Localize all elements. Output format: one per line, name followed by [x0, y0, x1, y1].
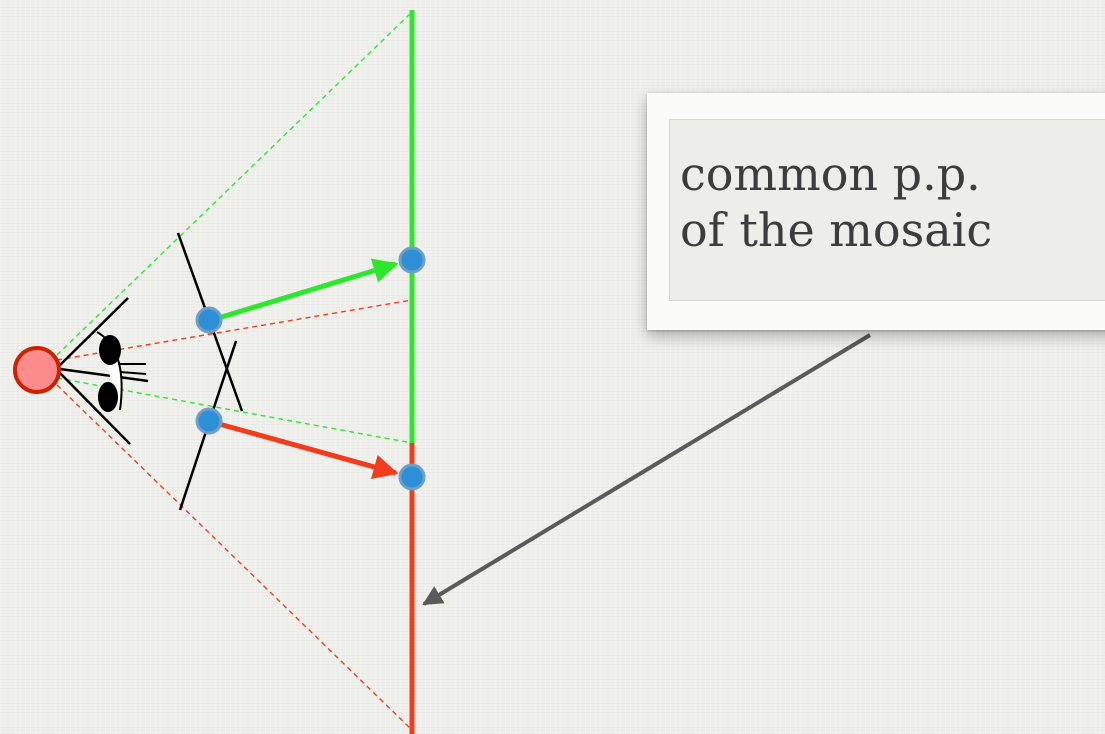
callout-line-1: common p.p. [680, 147, 981, 201]
point-plane-lower [398, 463, 426, 491]
ray-red-bottom [56, 384, 413, 731]
ray-green-top [56, 11, 413, 356]
callout-pointer-arrow [422, 333, 872, 606]
callout-inner-panel: common p.p. of the mosaic [669, 119, 1105, 301]
eye-icon [56, 297, 149, 445]
point-image-lower [195, 407, 223, 435]
arrow-green [211, 258, 399, 323]
ray-green-lower [56, 377, 413, 444]
pupil-lower [98, 382, 118, 412]
callout-label: common p.p. of the mosaic [680, 146, 992, 258]
ray-red-upper [56, 299, 413, 361]
point-plane-upper [398, 246, 426, 274]
projection-rays [56, 11, 413, 731]
callout-box: common p.p. of the mosaic [647, 93, 1105, 330]
points [195, 246, 426, 491]
callout-line-2: of the mosaic [680, 203, 993, 257]
reprojection-arrows [211, 258, 399, 480]
camera-image-planes [176, 232, 244, 511]
arrow-red [211, 419, 399, 480]
point-image-upper [195, 306, 223, 334]
center-of-projection-icon [13, 346, 61, 394]
pupil-upper [99, 335, 121, 365]
